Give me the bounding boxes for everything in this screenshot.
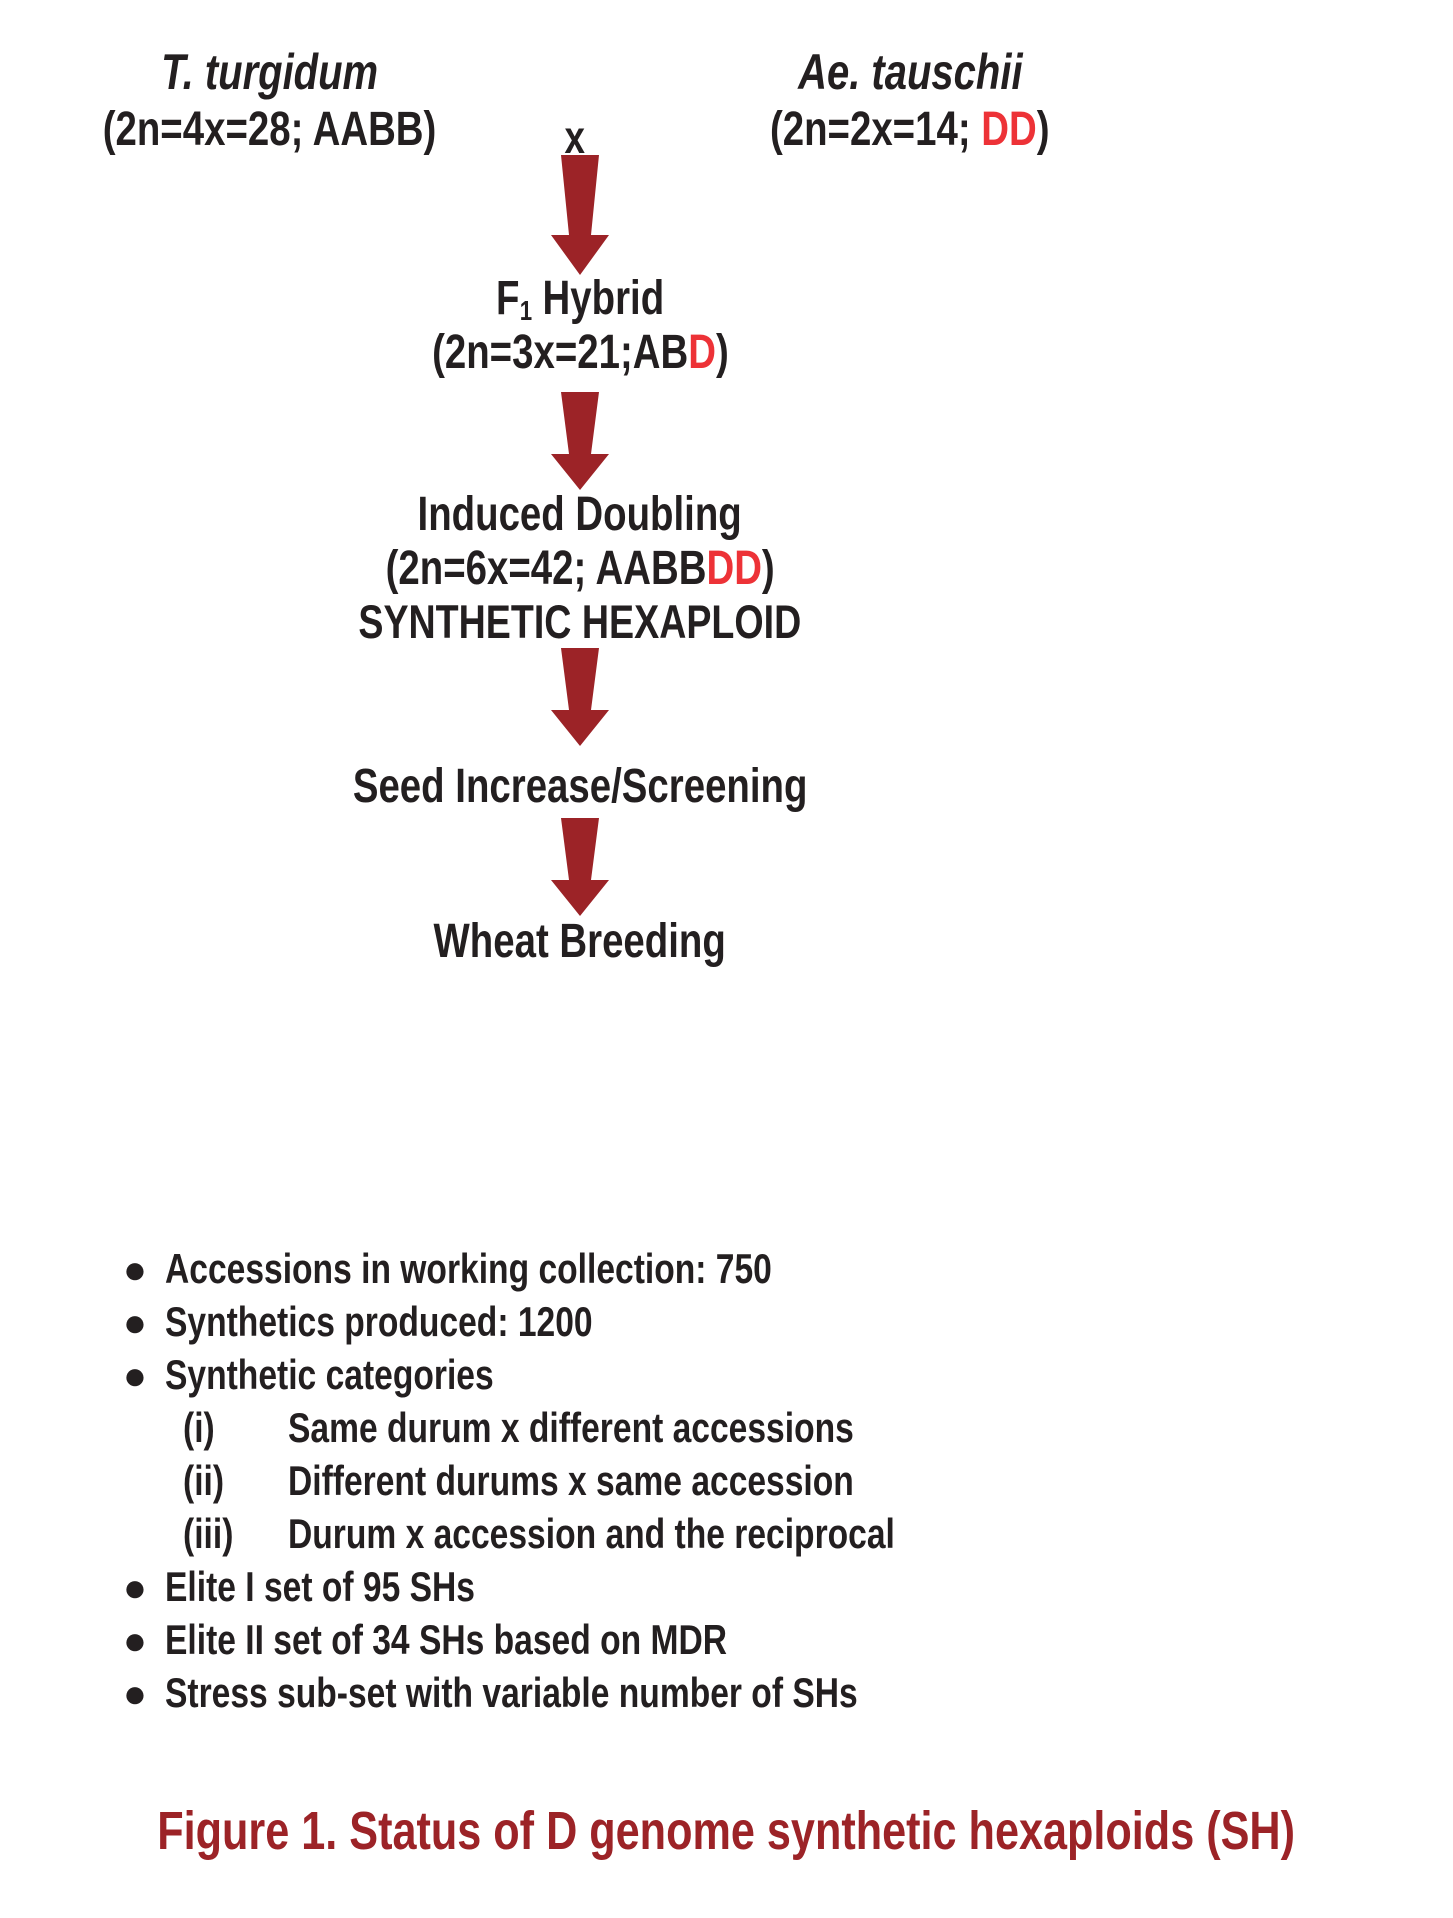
step-seed-title: Seed Increase/Screening: [0, 760, 1160, 814]
parent-left-formula: (2n=4x=28; AABB): [30, 103, 510, 157]
status-list: ● Accessions in working collection: 750 …: [105, 1245, 1285, 1722]
sub-list-item-marker-text: (iii): [183, 1510, 234, 1557]
parent-left-formula-suffix: ): [424, 103, 437, 156]
sub-list-item-label: Different durums x same accession: [288, 1457, 995, 1505]
list-item: ● Elite II set of 34 SHs based on MDR: [105, 1616, 1285, 1664]
bullet-icon: ●: [122, 1354, 148, 1398]
bullet-icon: ●: [122, 1301, 148, 1345]
step-doubling-formula-accent: DD: [706, 541, 762, 595]
step-f1-formula: (2n=3x=21;ABD): [0, 326, 1160, 380]
sub-list-item-marker-text: (ii): [183, 1457, 225, 1504]
cross-symbol-text: x: [564, 111, 586, 163]
list-item-label: Stress sub-set with variable number of S…: [165, 1669, 1031, 1717]
list-item-text: Elite I set of 95 SHs: [165, 1563, 475, 1610]
sub-list-item-marker-text: (i): [183, 1404, 215, 1451]
sub-list-item-marker: (i): [183, 1404, 288, 1452]
list-item-label: Elite I set of 95 SHs: [165, 1563, 552, 1611]
step-doubling-subtitle: SYNTHETIC HEXAPLOID: [0, 594, 1160, 649]
step-f1-title: F1 Hybrid: [0, 272, 1160, 326]
arrow-parents-to-f1-icon: [0, 155, 1160, 275]
parent-right-formula: (2n=2x=14; DD): [700, 103, 1120, 157]
step-doubling-title: Induced Doubling: [0, 488, 1160, 542]
step-breeding-title-text: Wheat Breeding: [433, 915, 727, 968]
step-seed-increase: Seed Increase/Screening: [0, 760, 1160, 814]
sub-list-item-marker: (iii): [183, 1510, 288, 1558]
sub-list-item-label: Same durum x different accessions: [288, 1404, 995, 1452]
parent-left-species-text: T. turgidum: [161, 44, 379, 100]
step-f1-title-suffix: Hybrid: [531, 272, 665, 325]
list-item: ● Accessions in working collection: 750: [105, 1245, 1285, 1293]
step-seed-title-text: Seed Increase/Screening: [352, 760, 808, 813]
parent-right-formula-accent: DD: [981, 103, 1037, 156]
step-doubling-subtitle-text: SYNTHETIC HEXAPLOID: [358, 594, 802, 648]
list-item-label: Accessions in working collection: 750: [165, 1245, 924, 1293]
step-doubling-formula-prefix: (2n=6x=42; AABB: [385, 541, 707, 595]
list-item-text: Synthetic categories: [165, 1351, 494, 1398]
parent-right-formula-prefix: (2n=2x=14;: [770, 103, 982, 156]
sub-list-item: (i) Same durum x different accessions: [183, 1404, 1285, 1452]
sub-list-item: (iii) Durum x accession and the reciproc…: [183, 1510, 1285, 1558]
bullet-icon: ●: [122, 1672, 148, 1716]
step-f1-formula-accent: D: [687, 325, 716, 379]
list-item: ● Elite I set of 95 SHs: [105, 1563, 1285, 1611]
bullet-icon: ●: [122, 1619, 148, 1663]
bullet-icon: ●: [122, 1248, 148, 1292]
list-item-text: Accessions in working collection: 750: [165, 1245, 772, 1292]
list-item-label: Elite II set of 34 SHs based on MDR: [165, 1616, 868, 1664]
sub-list-item-label: Durum x accession and the reciprocal: [288, 1510, 1047, 1558]
sub-list-item-text: Same durum x different accessions: [288, 1404, 854, 1451]
step-f1-title-subscript: 1: [519, 295, 532, 327]
list-item: ● Synthetic categories: [105, 1351, 1285, 1399]
sub-list-item-text: Different durums x same accession: [288, 1457, 854, 1504]
list-item-text: Stress sub-set with variable number of S…: [165, 1669, 858, 1716]
parent-right-species: Ae. tauschii: [700, 45, 1120, 100]
parent-left-block: T. turgidum (2n=4x=28; AABB): [30, 45, 510, 157]
arrow-f1-to-doubling-icon: [0, 392, 1160, 490]
parent-left-formula-prefix: (2n=4x=28; AABB: [103, 103, 425, 156]
step-breeding-title: Wheat Breeding: [0, 915, 1160, 969]
step-f1-formula-prefix: (2n=3x=21;AB: [431, 325, 688, 379]
step-wheat-breeding: Wheat Breeding: [0, 915, 1160, 969]
cross-symbol: x: [540, 110, 610, 164]
parent-right-block: Ae. tauschii (2n=2x=14; DD): [700, 45, 1120, 157]
step-f1-hybrid: F1 Hybrid (2n=3x=21;ABD): [0, 272, 1160, 380]
parent-right-formula-suffix: ): [1036, 103, 1050, 156]
parent-right-species-text: Ae. tauschii: [797, 44, 1023, 100]
list-item-label: Synthetic categories: [165, 1351, 576, 1399]
sub-list-item-marker: (ii): [183, 1457, 288, 1505]
list-item-label: Synthetics produced: 1200: [165, 1298, 700, 1346]
figure-caption: Figure 1. Status of D genome synthetic h…: [0, 1800, 1453, 1862]
sub-list-item-text: Durum x accession and the reciprocal: [288, 1510, 895, 1557]
step-f1-title-prefix: F: [495, 272, 520, 325]
step-doubling-title-text: Induced Doubling: [417, 488, 743, 541]
list-item: ● Stress sub-set with variable number of…: [105, 1669, 1285, 1717]
step-f1-formula-suffix: ): [715, 325, 729, 379]
parent-left-species: T. turgidum: [30, 45, 510, 100]
figure-caption-text: Figure 1. Status of D genome synthetic h…: [157, 1801, 1296, 1861]
step-doubling-formula: (2n=6x=42; AABBDD): [0, 542, 1160, 596]
list-item: ● Synthetics produced: 1200: [105, 1298, 1285, 1346]
sub-list-item: (ii) Different durums x same accession: [183, 1457, 1285, 1505]
list-item-text: Synthetics produced: 1200: [165, 1298, 593, 1345]
bullet-icon: ●: [122, 1566, 148, 1610]
arrow-doubling-to-seed-icon: [0, 648, 1160, 746]
step-doubling-formula-suffix: ): [761, 541, 775, 595]
arrow-seed-to-breeding-icon: [0, 818, 1160, 916]
list-item-text: Elite II set of 34 SHs based on MDR: [165, 1616, 727, 1663]
step-induced-doubling: Induced Doubling (2n=6x=42; AABBDD) SYNT…: [0, 488, 1160, 648]
